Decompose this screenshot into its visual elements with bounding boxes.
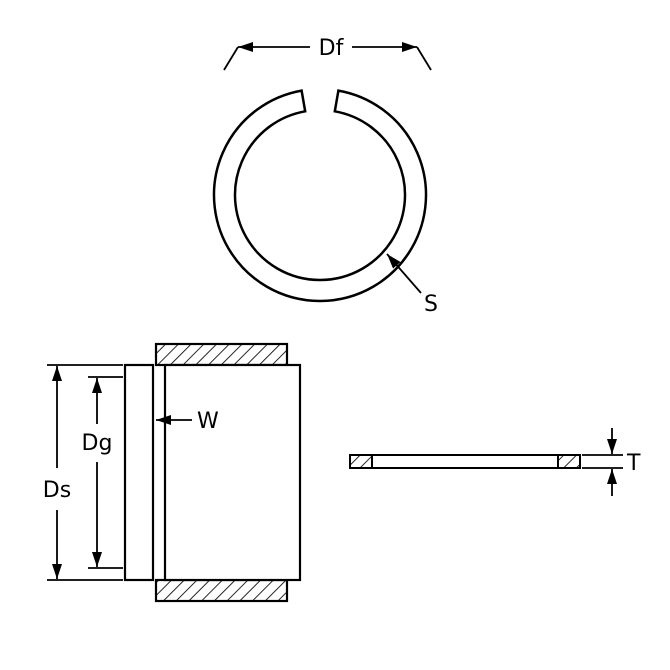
- s-leader: [386, 253, 422, 294]
- shaft-body: [163, 363, 302, 582]
- s-leader-line: [386, 253, 422, 294]
- df-ext-tick-left: [223, 46, 239, 71]
- ds-label: Ds: [43, 478, 71, 503]
- ring-side-profile: [123, 363, 155, 582]
- t-dimension: [582, 428, 623, 496]
- section-hatch-left: [349, 454, 373, 469]
- housing-hatch-bottom: [154, 578, 289, 603]
- dg-label: Dg: [82, 431, 113, 456]
- df-ext-tick-right: [416, 46, 432, 71]
- df-dimension: [223, 42, 432, 71]
- section-hatch-right: [557, 454, 581, 469]
- cross-section-view: [349, 454, 581, 469]
- ring-section-bar: [349, 454, 581, 469]
- df-label: Df: [319, 36, 345, 61]
- ds-dimension: [47, 364, 123, 581]
- s-label: S: [424, 292, 438, 317]
- housing-hatch-top: [154, 342, 289, 367]
- snap-ring-outline: [212, 89, 428, 303]
- t-label: T: [626, 451, 641, 476]
- w-label: W: [197, 409, 219, 434]
- side-view: [123, 342, 302, 603]
- front-view: [212, 89, 428, 303]
- dg-dimension: [88, 376, 123, 569]
